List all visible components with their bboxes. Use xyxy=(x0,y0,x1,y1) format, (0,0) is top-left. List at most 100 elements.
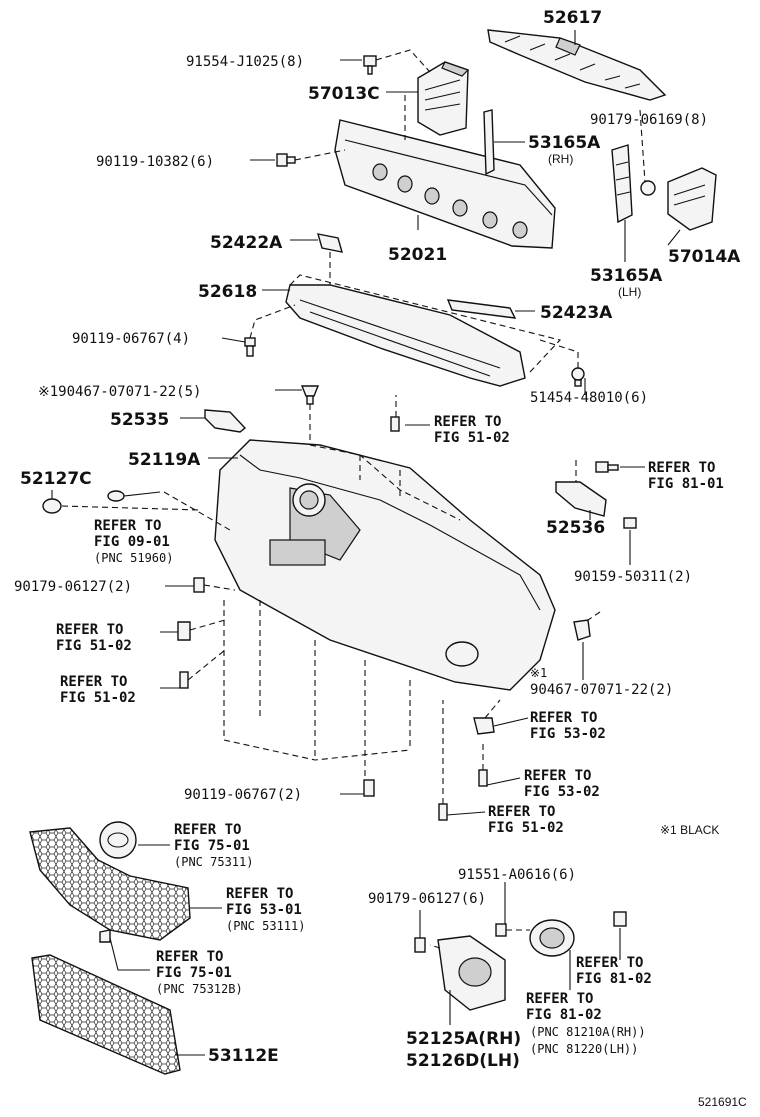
bolt-91551-drawing xyxy=(495,923,507,937)
dashed-lines xyxy=(61,49,646,949)
label-lh: (LH) xyxy=(618,285,641,299)
label-90119-10382: 90119-10382(6) xyxy=(96,154,214,170)
label-52119A: 52119A xyxy=(128,450,201,470)
label-90119-06767-b: 90119-06767(2) xyxy=(184,787,302,803)
label-black-note: ※1 BLACK xyxy=(660,823,719,837)
label-refer-8102a-line1: REFER TO xyxy=(576,955,643,971)
label-refer-8101a-line2: FIG 81-01 xyxy=(648,476,724,492)
leader-lines xyxy=(51,30,681,1056)
label-pnc-51960: (PNC 51960) xyxy=(94,551,173,565)
nut-90179-06169-drawing xyxy=(640,180,656,196)
label-refer-5102b-line2: FIG 51-02 xyxy=(56,638,132,654)
bracket-52536-drawing xyxy=(555,481,607,517)
bolt-5102d-drawing xyxy=(438,803,448,821)
label-52535: 52535 xyxy=(110,410,169,430)
label-refer-7501a-line2: FIG 75-01 xyxy=(174,838,250,854)
label-refer-5302b-line1: REFER TO xyxy=(524,768,591,784)
upper-grille-drawing xyxy=(29,821,191,943)
label-90179-06169: 90179-06169(8) xyxy=(590,112,708,128)
label-57014A: 57014A xyxy=(668,247,741,267)
reinforcement-52021-drawing xyxy=(334,119,556,249)
cover-52618-drawing xyxy=(285,284,526,387)
clip-90467-b-drawing xyxy=(573,619,591,641)
label-refer-0901-line1: REFER TO xyxy=(94,518,161,534)
label-refer-5102c-line2: FIG 51-02 xyxy=(60,690,136,706)
retainer-53165A-rh-drawing xyxy=(483,109,495,176)
clip-90179-06127-b-drawing xyxy=(414,937,426,953)
label-refer-7501b-line2: FIG 75-01 xyxy=(156,965,232,981)
label-refer-5302a-line1: REFER TO xyxy=(530,710,597,726)
bolt-5302b-drawing xyxy=(478,769,488,787)
clip-90467-a-drawing xyxy=(300,385,320,405)
label-52618: 52618 xyxy=(198,282,257,302)
retainer-53165A-lh-drawing xyxy=(611,144,633,224)
fog-lamp-bezel-drawing xyxy=(437,935,506,1011)
label-90467-07071-22-b: 90467-07071-22(2) xyxy=(530,682,673,698)
clip-5102b-drawing xyxy=(177,621,191,641)
bolt-8101a-drawing xyxy=(595,461,619,473)
bracket-52617-drawing xyxy=(487,29,667,101)
clip-51454-drawing xyxy=(571,367,585,387)
label-52021: 52021 xyxy=(388,245,447,265)
label-90467-07071-22-a: ※190467-07071-22(5) xyxy=(38,384,201,400)
label-refer-5102b-line1: REFER TO xyxy=(56,622,123,638)
bumper-cover-52119A-drawing xyxy=(214,439,556,691)
label-refer-8101a-line1: REFER TO xyxy=(648,460,715,476)
label-52127C: 52127C xyxy=(20,469,92,489)
bolt-91554-drawing xyxy=(363,55,377,75)
label-refer-5302a-line2: FIG 53-02 xyxy=(530,726,606,742)
bolt-refer-5102a-drawing xyxy=(390,416,400,432)
bolt-5102c-drawing xyxy=(179,671,189,689)
label-refer-8102a-line2: FIG 81-02 xyxy=(576,971,652,987)
label-refer-5102c-line1: REFER TO xyxy=(60,674,127,690)
label-90179-06127-a: 90179-06127(2) xyxy=(14,579,132,595)
label-pnc-81210A: (PNC 81210A(RH)) xyxy=(530,1025,646,1039)
bolt-90119-06767-b-drawing xyxy=(363,779,375,797)
bracket-57014A-drawing xyxy=(667,167,717,231)
label-pnc-75311: (PNC 75311) xyxy=(174,855,253,869)
clip-90179-06127-a-drawing xyxy=(193,577,205,593)
label-refer-5102a-line2: FIG 51-02 xyxy=(434,430,510,446)
label-57013C: 57013C xyxy=(308,84,380,104)
bolt-90159-drawing xyxy=(623,517,637,529)
label-refer-5301-line1: REFER TO xyxy=(226,886,293,902)
cap-52127C-drawing xyxy=(42,498,62,514)
label-52423A: 52423A xyxy=(540,303,613,323)
label-pnc-53111: (PNC 53111) xyxy=(226,919,305,933)
labels: 52617 91554-J1025(8) 57013C 90179-06169(… xyxy=(14,8,747,1109)
label-refer-8102b-line2: FIG 81-02 xyxy=(526,1007,602,1023)
label-51454-48010: 51454-48010(6) xyxy=(530,390,648,406)
bolt-90119-06767-a-drawing xyxy=(244,337,256,357)
bolt-90119-10382-drawing xyxy=(276,153,296,167)
label-refer-5301-line2: FIG 53-01 xyxy=(226,902,302,918)
label-refer-5102a-line1: REFER TO xyxy=(434,414,501,430)
label-91551-A0616: 91551-A0616(6) xyxy=(458,867,576,883)
label-90179-06127-b: 90179-06127(6) xyxy=(368,891,486,907)
diagram-id: 521691C xyxy=(698,1095,747,1109)
label-90159-50311: 90159-50311(2) xyxy=(574,569,692,585)
label-52126D-lh: 52126D(LH) xyxy=(406,1051,520,1071)
clip-5302a-drawing xyxy=(473,717,495,735)
label-90119-06767-a: 90119-06767(4) xyxy=(72,331,190,347)
bracket-57013C-drawing xyxy=(417,61,470,136)
sensor-09-01-drawing xyxy=(107,490,161,502)
label-53165A-rh: 53165A xyxy=(528,133,601,153)
fog-lamp-drawing xyxy=(529,919,575,957)
label-53112E: 53112E xyxy=(208,1046,279,1066)
retainer-52423A-drawing xyxy=(446,299,517,319)
label-52125A-rh: 52125A(RH) xyxy=(406,1029,521,1049)
label-refer-8102b-line1: REFER TO xyxy=(526,991,593,1007)
label-91554-J1025: 91554-J1025(8) xyxy=(186,54,304,70)
label-note-x1: ※1 xyxy=(530,666,547,680)
retainer-52422A-drawing xyxy=(317,233,343,253)
bolt-8102a-drawing xyxy=(613,911,627,927)
bracket-52535-drawing xyxy=(204,409,247,433)
label-52422A: 52422A xyxy=(210,233,283,253)
label-refer-7501a-line1: REFER TO xyxy=(174,822,241,838)
label-refer-5102d-line2: FIG 51-02 xyxy=(488,820,564,836)
label-pnc-81220: (PNC 81220(LH)) xyxy=(530,1042,638,1056)
lower-grille-53112E-drawing xyxy=(31,954,181,1075)
label-53165A-lh: 53165A xyxy=(590,266,663,286)
